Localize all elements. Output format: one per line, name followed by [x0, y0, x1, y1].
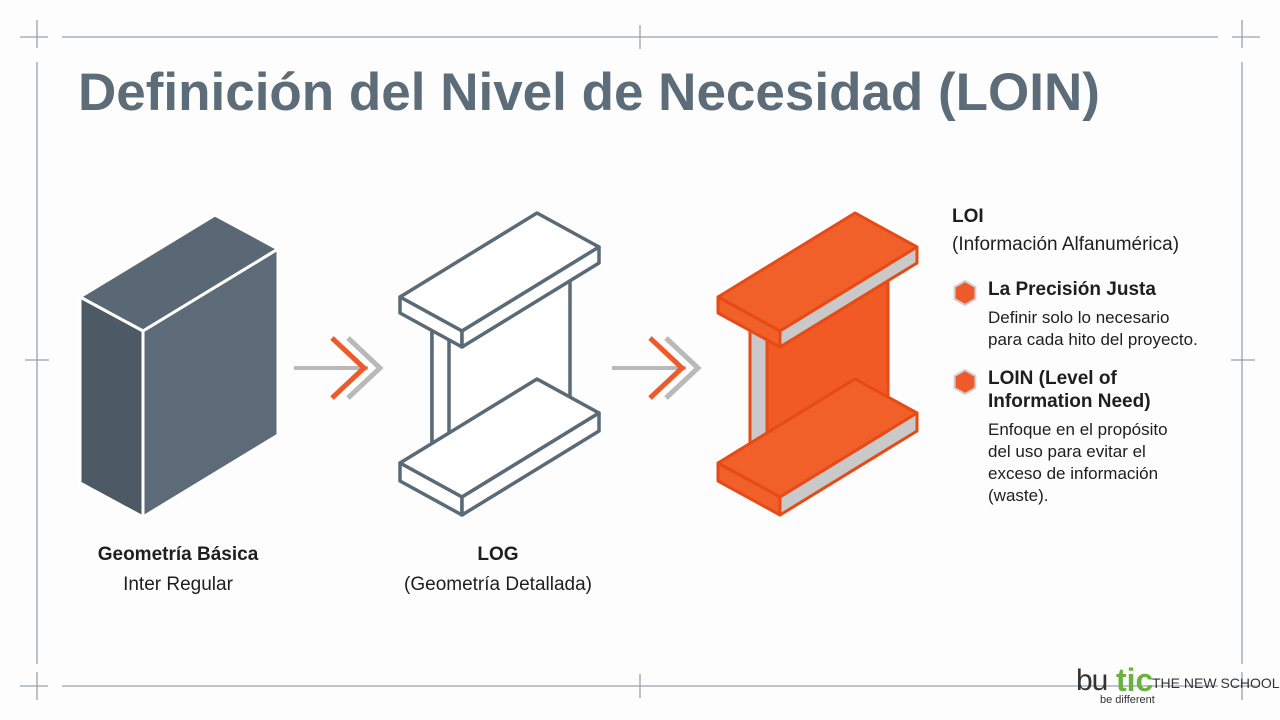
- stage-subtitle: (Geometría Detallada): [404, 574, 592, 595]
- arrow-right-icon: [612, 336, 702, 400]
- hexagon-bullet-icon: [953, 369, 977, 395]
- logo-tagline: be different: [1100, 694, 1155, 706]
- stage-subtitle: Inter Regular: [123, 574, 233, 595]
- i-beam-outline-icon: [398, 211, 601, 517]
- butic-logo: bu tic THE NEW SCHOOL be different: [1076, 662, 1280, 710]
- i-beam-orange-icon: [716, 211, 919, 517]
- list-item: LOIN (Level of Information Need) Enfoque…: [952, 367, 1238, 507]
- basic-geometry-box-icon: [78, 213, 280, 519]
- item-title: La Precisión Justa: [988, 279, 1156, 300]
- loi-subheading: (Información Alfanumérica): [952, 234, 1180, 255]
- item-title: LOIN (Level of Information Need): [988, 368, 1151, 412]
- item-body: Definir solo lo necesario para cada hito…: [988, 308, 1198, 349]
- logo-school-name: THE NEW SCHOOL: [1152, 675, 1280, 691]
- page-title: Definición del Nivel de Necesidad (LOIN): [78, 63, 1100, 122]
- loi-panel: LOI (Información Alfanumérica) La Precis…: [952, 206, 1252, 507]
- stage-basic-geometry-caption: Geometría Básica Inter Regular: [56, 544, 300, 596]
- stage-log-caption: LOG (Geometría Detallada): [370, 544, 626, 596]
- arrow-right-icon: [294, 336, 384, 400]
- loi-heading: LOI: [952, 206, 984, 227]
- list-item: La Precisión Justa Definir solo lo neces…: [952, 278, 1238, 351]
- stage-title: Geometría Básica: [97, 544, 259, 565]
- logo-brand-part1: bu: [1076, 664, 1108, 697]
- stage-title: LOG: [477, 544, 519, 565]
- logo-brand-part2: tic: [1116, 662, 1154, 698]
- item-body: Enfoque en el propósito del uso para evi…: [988, 420, 1168, 505]
- hexagon-bullet-icon: [953, 280, 977, 306]
